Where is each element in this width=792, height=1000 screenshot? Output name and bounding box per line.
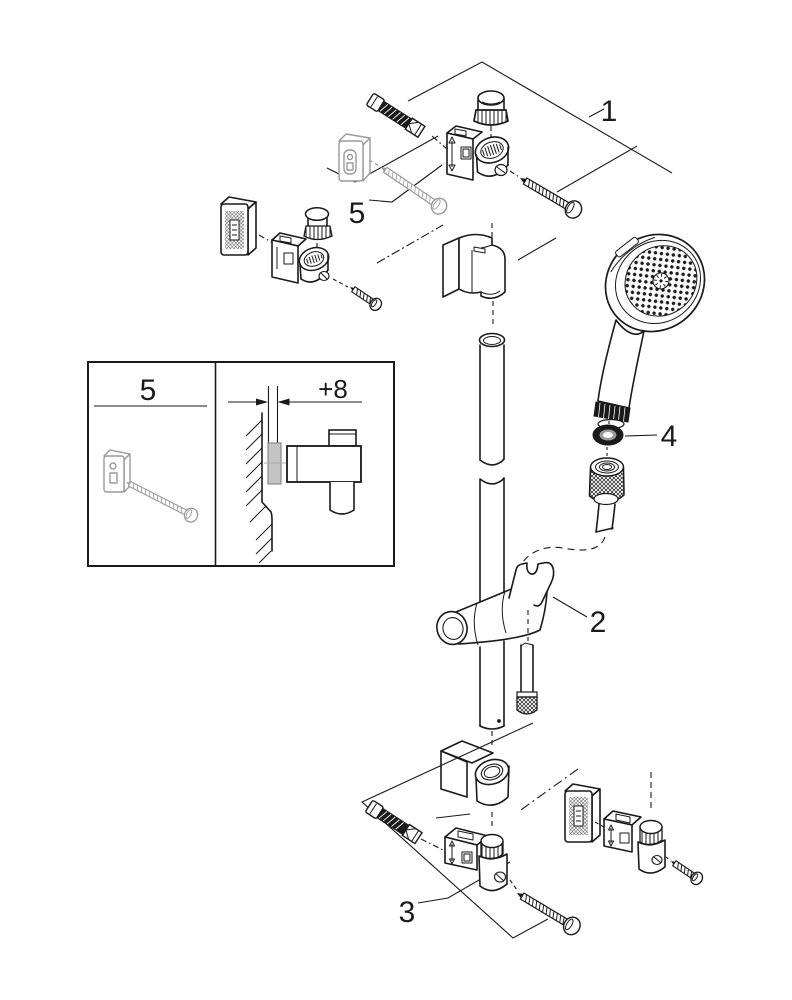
clamp-woodscrew-dash — [509, 879, 518, 891]
hose-nut — [588, 457, 625, 506]
wall-plate-right — [564, 783, 601, 843]
group5-leader-lines — [326, 135, 443, 203]
inset-bracket-side-view — [286, 429, 362, 515]
callout-2: 2 — [590, 606, 607, 639]
callout-3: 3 — [399, 896, 416, 929]
group1-plane-lines — [407, 61, 673, 261]
wall-plate-left — [220, 196, 257, 256]
shower-hose — [522, 503, 616, 563]
inset-anchor-plate — [103, 449, 131, 493]
cap-top — [473, 90, 509, 126]
bracket-screw-dash — [509, 170, 520, 178]
screw-clamp-dash-bottom — [420, 838, 444, 851]
rail-bracket-left — [271, 232, 330, 284]
inset-detail-box: 5 +8 — [87, 361, 395, 567]
wood-screw-top — [520, 177, 583, 219]
callout-5-top: 5 — [349, 197, 366, 230]
callout-4-leader — [624, 434, 658, 437]
inset-callout-5: 5 — [140, 374, 157, 407]
rail-bracket-top — [446, 125, 510, 181]
callout-1: 1 — [601, 95, 618, 128]
wall-anchor-top — [338, 133, 371, 182]
shower-rail — [478, 332, 506, 730]
hose-washer — [592, 424, 624, 446]
inset-dimension: +8 — [228, 374, 362, 443]
anchor-screw-dash — [368, 159, 382, 168]
inset-screw — [126, 480, 199, 523]
screw-axis-dash-top — [431, 135, 448, 150]
clamp-screw-dash-right — [665, 856, 672, 862]
machine-screw-top — [366, 93, 426, 139]
inset-panel-offset: +8 — [228, 374, 362, 564]
hand-shower-head — [604, 233, 706, 333]
cover-shell — [442, 233, 506, 300]
clamp-screw-dash-left — [332, 278, 349, 288]
callout-2-leader — [552, 596, 588, 618]
assembly-axis-dash-left — [376, 224, 444, 264]
clamp-bottom-center — [444, 827, 508, 892]
inset-panel-anchor: 5 — [94, 374, 207, 523]
machine-screw-bottom — [365, 800, 423, 845]
anchor-screw-top — [381, 166, 448, 215]
rail-end-bracket — [435, 740, 510, 819]
clamp-bottom-right — [603, 810, 666, 874]
machine-screw-right — [671, 859, 704, 886]
rail-slider — [436, 561, 555, 646]
cap-left — [303, 206, 333, 241]
wood-screw-bottom — [517, 892, 581, 936]
slider-hook — [508, 561, 555, 607]
hose-axis-dash — [606, 421, 610, 456]
hand-shower-handle — [593, 319, 645, 430]
machine-screw-left — [350, 285, 383, 312]
callout-4: 4 — [661, 420, 678, 453]
inset-dimension-label: +8 — [318, 374, 348, 404]
inset-wall-section — [245, 412, 273, 564]
plate-clamp-dash-right — [594, 821, 605, 828]
locking-pin — [516, 642, 538, 715]
